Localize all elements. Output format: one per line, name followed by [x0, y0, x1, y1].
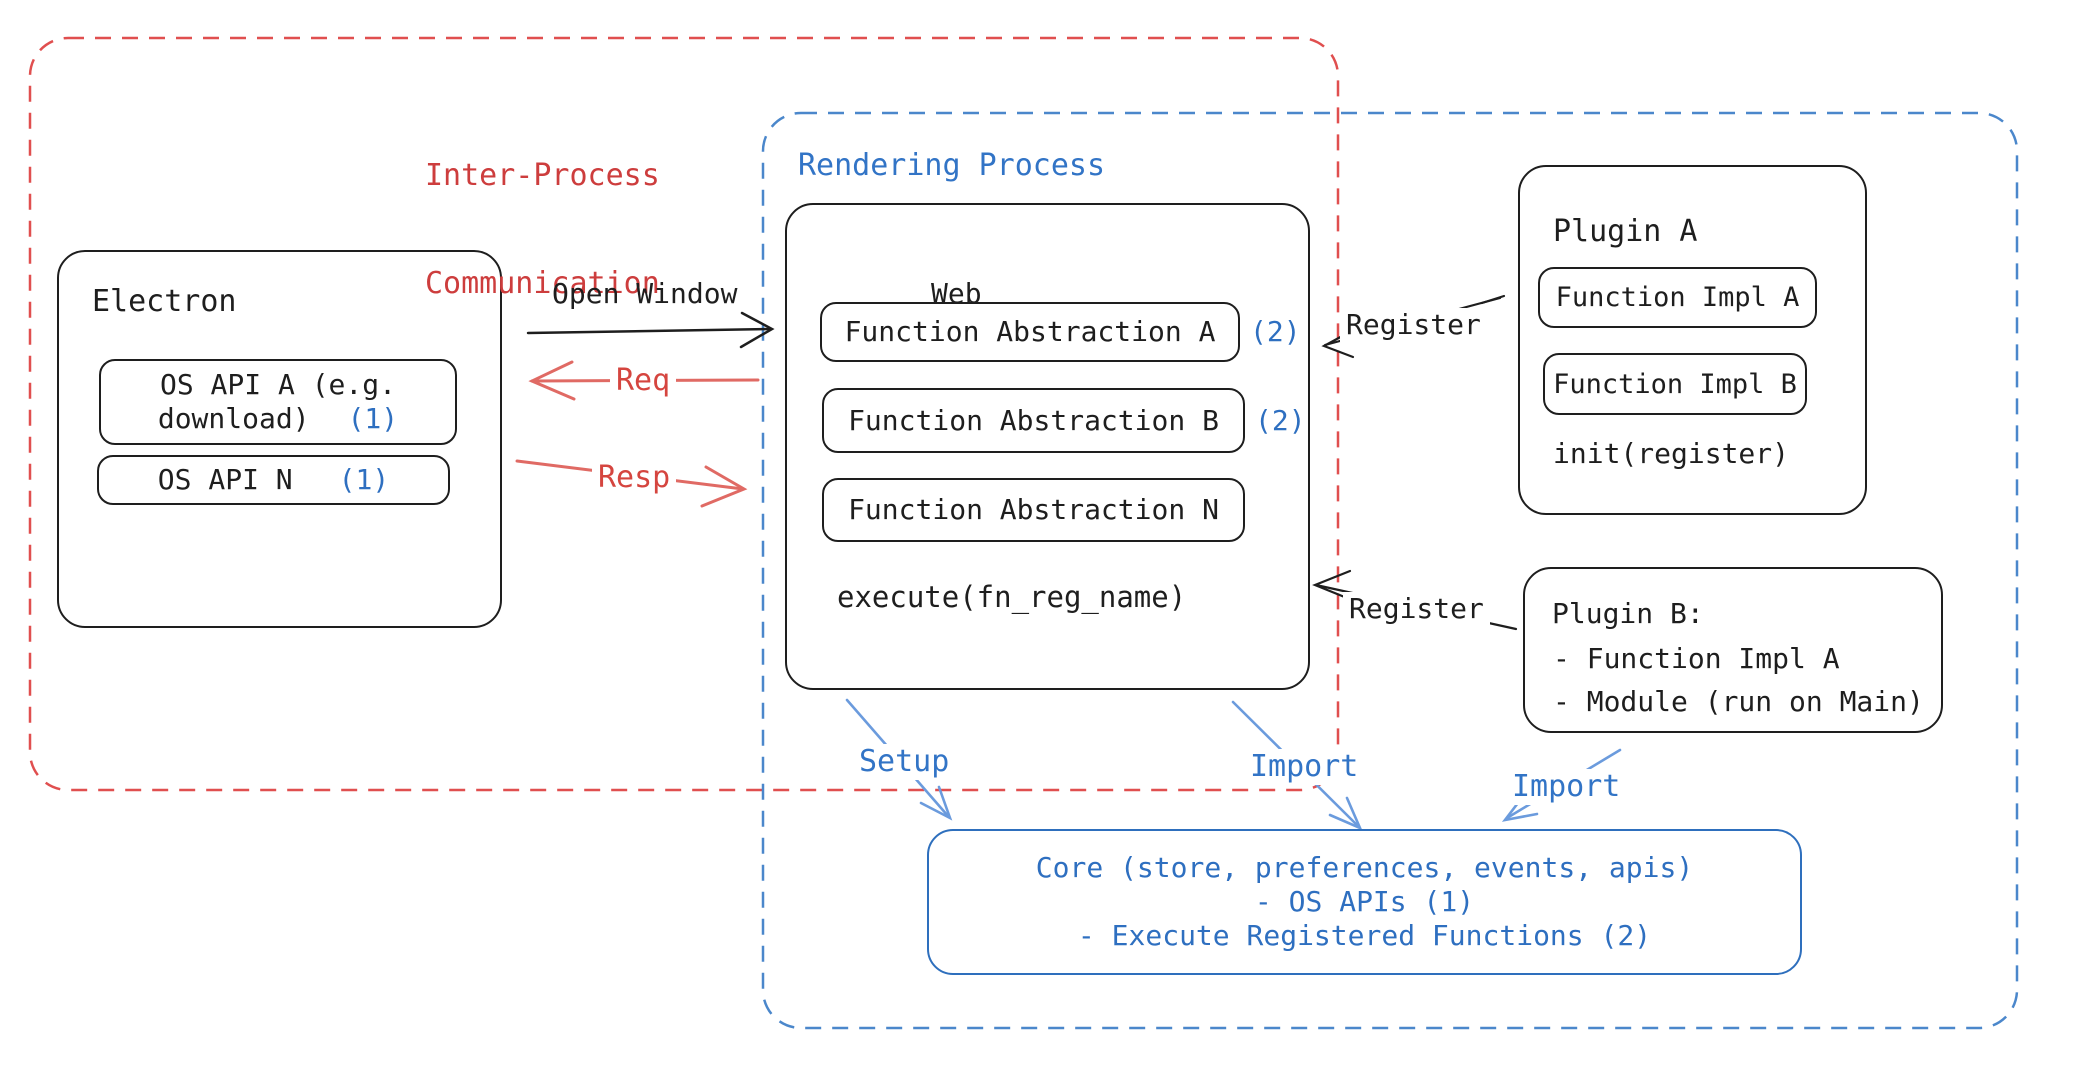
os-api-a-line1: OS API A (e.g. — [159, 368, 396, 401]
plugin-a-box — [1518, 165, 1867, 515]
os-api-a-badge: (1) — [347, 402, 399, 435]
os-api-n-badge: (1) — [338, 463, 390, 496]
register-bottom-label: Register — [1343, 592, 1490, 626]
execute-label: execute(fn_reg_name) — [837, 580, 1187, 614]
plugin-b-item2: - Module (run on Main) — [1553, 685, 1924, 718]
fn-abstraction-b-label: Function Abstraction B — [848, 403, 1219, 437]
core-line2: - OS APIs (1) — [1254, 885, 1475, 918]
plugin-a-impl-a-label: Function Impl A — [1555, 282, 1800, 313]
open-window-label: Open Window — [552, 277, 738, 310]
ipc-region-title: Inter-Process Communication — [425, 86, 660, 374]
fn-abstraction-n-label: Function Abstraction N — [848, 493, 1219, 526]
plugin-a-impl-b-label: Function Impl B — [1553, 368, 1797, 400]
register-top-label: Register — [1340, 308, 1487, 342]
os-api-a-line2-text: download) — [157, 402, 310, 435]
electron-title: Electron — [92, 284, 237, 319]
rendering-dashed-region — [761, 111, 2019, 1030]
open-window-arrow — [526, 311, 775, 349]
core-box: Core (store, preferences, events, apis) … — [927, 829, 1802, 975]
os-api-n-label: OS API N — [157, 463, 293, 496]
ipc-dashed-region — [28, 36, 1340, 792]
fn-abstraction-b-box: Function Abstraction B — [822, 388, 1245, 453]
core-line1: Core (store, preferences, events, apis) — [1035, 851, 1694, 884]
fn-abstraction-a-box: Function Abstraction A — [820, 302, 1240, 362]
plugin-b-box — [1523, 567, 1943, 733]
os-api-a-box: OS API A (e.g. download) (1) — [99, 359, 457, 445]
import-web-label: Import — [1244, 749, 1365, 785]
fn-abstraction-a-badge: (2) — [1250, 315, 1301, 348]
setup-label: Setup — [853, 744, 956, 780]
os-api-n-box: OS API N (1) — [97, 455, 450, 505]
rendering-region-title: Rendering Process — [798, 148, 1106, 183]
fn-abstraction-n-box: Function Abstraction N — [822, 478, 1245, 542]
ipc-title-line2: Communication — [425, 266, 660, 301]
plugin-a-impl-b-box: Function Impl B — [1543, 353, 1807, 415]
fn-abstraction-n-row: Function Abstraction N — [822, 478, 1245, 542]
plugin-b-title: Plugin B: — [1552, 597, 1704, 630]
plugin-a-impl-a-box: Function Impl A — [1538, 267, 1817, 328]
os-api-a-line2: download) (1) — [158, 402, 398, 436]
fn-abstraction-b-row: Function Abstraction B (2) — [822, 388, 1306, 453]
fn-abstraction-a-row: Function Abstraction A (2) — [820, 302, 1301, 362]
plugin-b-item1: - Function Impl A — [1553, 642, 1840, 675]
fn-abstraction-a-label: Function Abstraction A — [844, 315, 1216, 348]
resp-label: Resp — [592, 460, 677, 496]
plugin-a-title: Plugin A — [1553, 214, 1698, 249]
web-title: Web — [931, 277, 982, 310]
ipc-title-line1: Inter-Process — [425, 158, 660, 193]
import-plugin-label: Import — [1506, 769, 1627, 805]
fn-abstraction-b-badge: (2) — [1255, 403, 1306, 437]
req-label: Req — [610, 363, 677, 399]
core-line3: - Execute Registered Functions (2) — [1077, 919, 1652, 952]
plugin-a-init-label: init(register) — [1553, 437, 1790, 470]
